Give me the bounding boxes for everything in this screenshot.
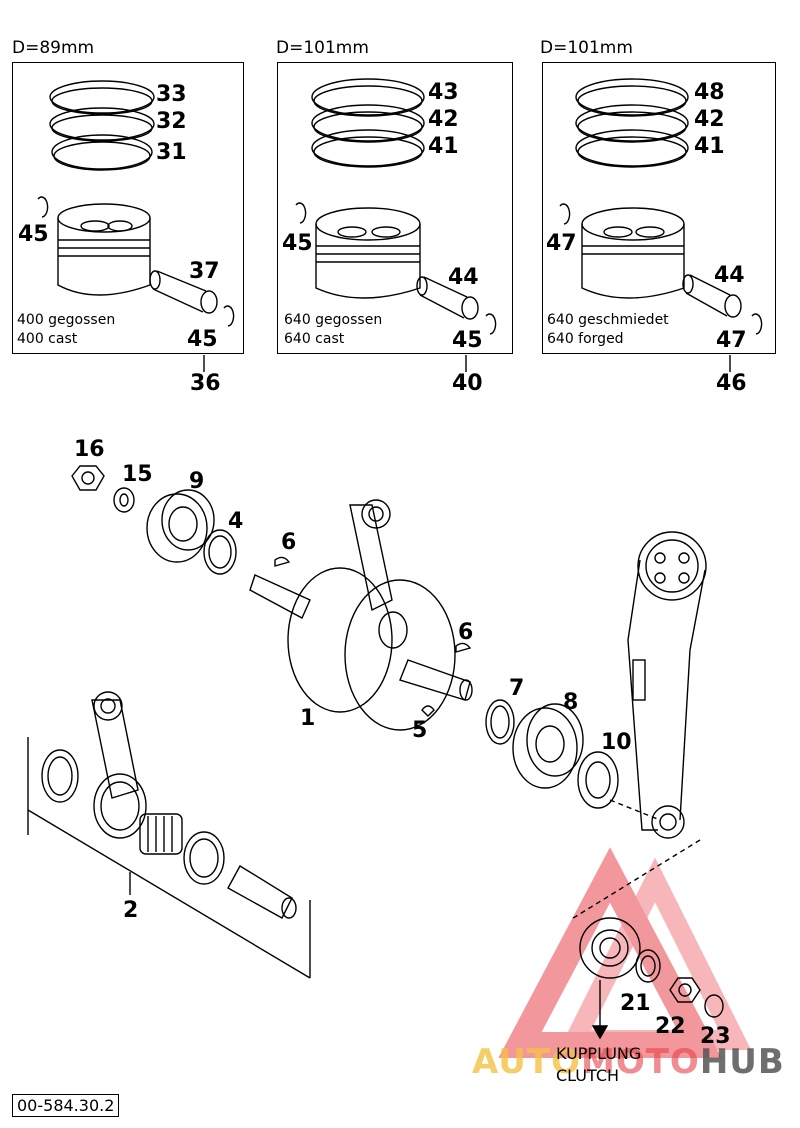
- kit-3-label-en: 640 forged: [547, 331, 624, 347]
- kit-2-frame: [277, 62, 513, 354]
- part-4-label: 4: [228, 509, 244, 534]
- watermark-triangle: [498, 847, 752, 1058]
- kit-1-ring-top: 33: [156, 82, 187, 107]
- piston-kit-2-drawing: [295, 78, 497, 372]
- piston-kit-1-drawing: [37, 80, 235, 372]
- kit-1-ring-bottom: 31: [156, 140, 187, 165]
- kit-2-ring-top: 43: [428, 80, 459, 105]
- part-10-label: 10: [601, 730, 632, 755]
- kit-2-ring-mid: 42: [428, 107, 459, 132]
- kit-1-pin-label: 37: [189, 259, 220, 284]
- part-6a-label: 6: [281, 530, 297, 555]
- clutch-label-de: KUPPLUNG: [556, 1044, 642, 1063]
- kit-1-clip-label: 45: [18, 222, 49, 247]
- kit-2-label-de: 640 gegossen: [284, 312, 383, 328]
- kit-2-ring-bottom: 41: [428, 134, 459, 159]
- conrod-kit-drawing: [27, 691, 311, 979]
- kit-1-label-de: 400 gegossen: [17, 312, 116, 328]
- kit-2-pin-label: 44: [448, 265, 479, 290]
- kit-1-kit-number: 36: [190, 371, 221, 396]
- part-9-label: 9: [189, 469, 205, 494]
- kit-3-ring-bottom: 41: [694, 134, 725, 159]
- part-6b-label: 6: [458, 620, 474, 645]
- part-22-label: 22: [655, 1014, 686, 1039]
- part-5-label: 5: [412, 718, 428, 743]
- watermark-part-3: HUB: [699, 1042, 785, 1082]
- timing-chain-drawing: [569, 531, 707, 921]
- kit-1-dimension: D=89mm: [12, 38, 95, 58]
- kit-3-label-de: 640 geschmiedet: [547, 312, 669, 328]
- kit-2-clip-label: 45: [282, 231, 313, 256]
- kit-2-label-en: 640 cast: [284, 331, 345, 347]
- part-16-label: 16: [74, 437, 105, 462]
- kit-3-clip-label: 47: [546, 231, 577, 256]
- part-2-label: 2: [123, 898, 139, 923]
- clutch-sprocket-drawing: [579, 917, 724, 1040]
- watermark-part-2: MOTO: [580, 1042, 700, 1082]
- watermark-text: AUTOMOTOHUB: [472, 1042, 785, 1082]
- kit-1-label-en: 400 cast: [17, 331, 78, 347]
- part-1-label: 1: [300, 706, 316, 731]
- part-21-label: 21: [620, 991, 651, 1016]
- part-23-label: 23: [700, 1024, 731, 1049]
- clutch-label-en: CLUTCH: [556, 1066, 620, 1085]
- kit-3-clip2-label: 47: [716, 328, 747, 353]
- kit-3-ring-top: 48: [694, 80, 725, 105]
- drawing-reference-code: 00-584.30.2: [12, 1094, 120, 1117]
- kit-2-dimension: D=101mm: [276, 38, 369, 58]
- piston-kit-3-drawing: [559, 78, 763, 372]
- kit-3-dimension: D=101mm: [540, 38, 633, 58]
- kit-1-ring-mid: 32: [156, 109, 187, 134]
- crankshaft-drawing: [71, 465, 661, 821]
- kit-1-clip2-label: 45: [187, 327, 218, 352]
- kit-3-kit-number: 46: [716, 371, 747, 396]
- kit-1-frame: [12, 62, 244, 354]
- part-8-label: 8: [563, 690, 579, 715]
- kit-2-kit-number: 40: [452, 371, 483, 396]
- kit-3-frame: [542, 62, 776, 354]
- kit-3-pin-label: 44: [714, 263, 745, 288]
- kit-3-ring-mid: 42: [694, 107, 725, 132]
- watermark-part-1: AUTO: [472, 1042, 581, 1082]
- part-7-label: 7: [509, 676, 525, 701]
- kit-2-clip2-label: 45: [452, 328, 483, 353]
- part-15-label: 15: [122, 462, 153, 487]
